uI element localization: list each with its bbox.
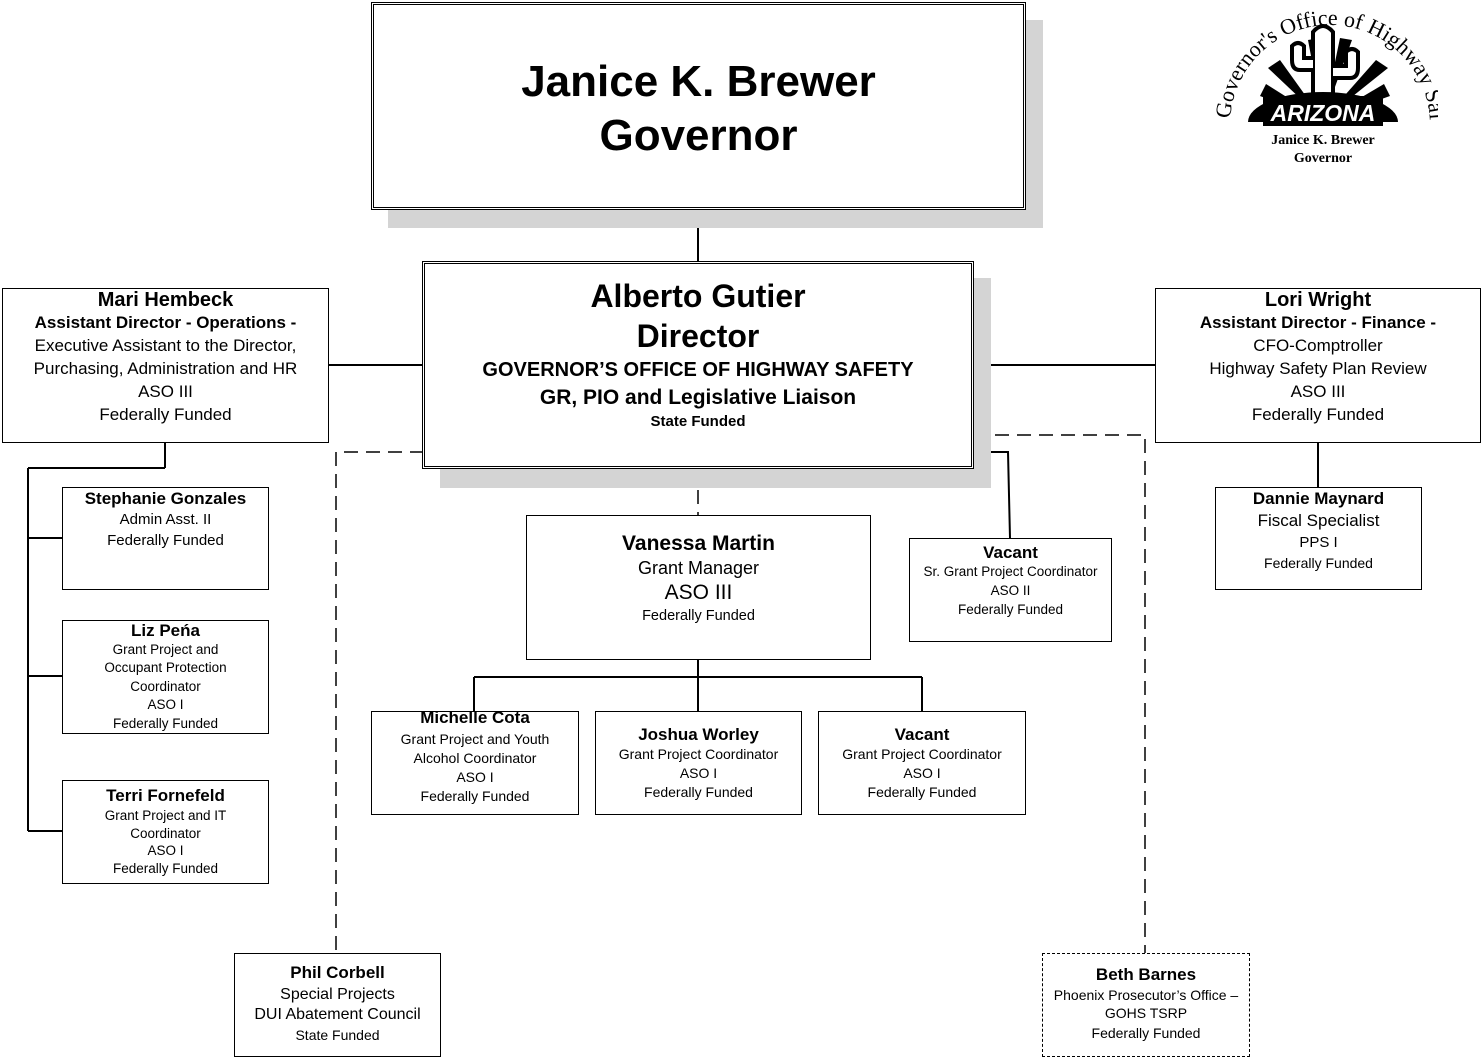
pena-line2: Occupant Protection [104,660,227,676]
barnes-line1: Phoenix Prosecutor’s Office – [1053,987,1239,1003]
barnes-line2: GOHS TSRP [1104,1005,1188,1021]
corbell-name: Phil Corbell [290,963,385,982]
worley-funding: Federally Funded [644,784,753,800]
governor-title: Governor [599,111,798,160]
director-title: Director [636,318,760,354]
vacant-sr-role: Sr. Grant Project Coordinator [923,564,1098,579]
pena-name: Liz Peńa [131,621,200,640]
fornefeld-line2: Coordinator [130,825,201,841]
pena-line3: Coordinator [130,678,201,694]
director-office: GOVERNOR’S OFFICE OF HIGHWAY SAFETY [482,359,914,381]
corbell-line2: DUI Abatement Council [254,1006,421,1023]
hembeck-title: Assistant Director - Operations - [34,313,297,332]
wright-line2: Highway Safety Plan Review [1209,359,1427,378]
vacant-gpc-role: Grant Project Coordinator [842,746,1002,762]
pena-funding: Federally Funded [112,715,219,731]
hembeck-funding: Federally Funded [99,405,232,424]
cota-name: Michelle Cota [420,708,530,727]
corbell-funding: State Funded [295,1027,380,1043]
gohs-logo: Governor's Office of Highway Safety ARIZ… [1203,0,1450,175]
hembeck-line2: Purchasing, Administration and HR [33,359,298,378]
pena-box: Liz Peńa Grant Project and Occupant Prot… [62,620,269,734]
maynard-funding: Federally Funded [1264,555,1373,571]
barnes-funding: Federally Funded [1091,1025,1201,1041]
gonzales-role: Admin Asst. II [119,511,212,528]
wright-grade: ASO III [1290,382,1346,401]
wright-line1: CFO-Comptroller [1253,336,1383,355]
vacant-sr-grade: ASO II [990,582,1031,598]
fornefeld-box: Terri Fornefeld Grant Project and IT Coo… [62,780,269,884]
cota-line1: Grant Project and Youth [400,731,550,747]
fornefeld-funding: Federally Funded [112,860,219,876]
gonzales-funding: Federally Funded [107,532,224,549]
vacant-sr-name: Vacant [983,543,1038,562]
vacant-sr-funding: Federally Funded [957,602,1064,617]
barnes-name: Beth Barnes [1095,965,1197,984]
wright-box: Lori Wright Assistant Director - Finance… [1155,288,1481,443]
barnes-box: Beth Barnes Phoenix Prosecutor’s Office … [1042,953,1250,1057]
logo-name: Janice K. Brewer [1271,133,1375,148]
gonzales-box: Stephanie Gonzales Admin Asst. II Federa… [62,487,269,590]
pena-grade: ASO I [147,697,184,713]
gonzales-name: Stephanie Gonzales [84,489,247,508]
cota-line2: Alcohol Coordinator [413,750,537,766]
wright-funding: Federally Funded [1251,405,1385,424]
cota-box: Michelle Cota Grant Project and Youth Al… [371,708,579,815]
vacant-sr-box: Vacant Sr. Grant Project Coordinator ASO… [909,538,1112,642]
logo-title: Governor [1294,151,1352,166]
governor-box: Janice K. Brewer Governor [371,2,1026,210]
vacant-gpc-name: Vacant [894,725,950,744]
vacant-gpc-funding: Federally Funded [867,784,977,800]
wright-title: Assistant Director - Finance - [1199,313,1437,332]
gohs-seal-icon: Governor's Office of Highway Safety ARIZ… [1203,0,1450,166]
worley-role: Grant Project Coordinator [618,746,779,762]
maynard-grade: PPS I [1299,534,1338,551]
pena-line1: Grant Project and [112,642,219,657]
vacant-gpc-grade: ASO I [903,765,941,781]
martin-funding: Federally Funded [642,608,755,624]
maynard-role: Fiscal Specialist [1257,511,1380,530]
director-funding: State Funded [650,413,746,430]
fornefeld-line1: Grant Project and IT [104,808,227,823]
corbell-line1: Special Projects [280,986,395,1003]
corbell-box: Phil Corbell Special Projects DUI Abatem… [234,953,441,1057]
worley-name: Joshua Worley [638,725,759,744]
director-role: GR, PIO and Legislative Liaison [539,386,857,409]
martin-box: Vanessa Martin Grant Manager ASO III Fed… [526,515,871,660]
martin-grade: ASO III [664,581,733,604]
martin-role: Grant Manager [637,558,760,578]
cota-funding: Federally Funded [420,788,530,804]
cota-grade: ASO I [456,769,494,785]
maynard-name: Dannie Maynard [1252,489,1385,508]
governor-name: Janice K. Brewer [521,57,876,106]
wright-name: Lori Wright [1264,289,1372,311]
maynard-box: Dannie Maynard Fiscal Specialist PPS I F… [1215,487,1422,590]
hembeck-box: Mari Hembeck Assistant Director - Operat… [2,288,329,443]
worley-grade: ASO I [679,765,718,781]
worley-box: Joshua Worley Grant Project Coordinator … [595,711,802,815]
fornefeld-name: Terri Fornefeld [106,786,225,805]
hembeck-line1: Executive Assistant to the Director, [34,336,297,355]
fornefeld-grade: ASO I [147,843,184,858]
director-name: Alberto Gutier [590,278,806,314]
vacant-gpc-box: Vacant Grant Project Coordinator ASO I F… [818,711,1026,815]
logo-state: ARIZONA [1270,100,1376,126]
director-box: Alberto Gutier Director GOVERNOR’S OFFIC… [422,261,974,469]
hembeck-name: Mari Hembeck [97,289,234,311]
martin-name: Vanessa Martin [622,532,775,555]
hembeck-grade: ASO III [138,382,193,401]
